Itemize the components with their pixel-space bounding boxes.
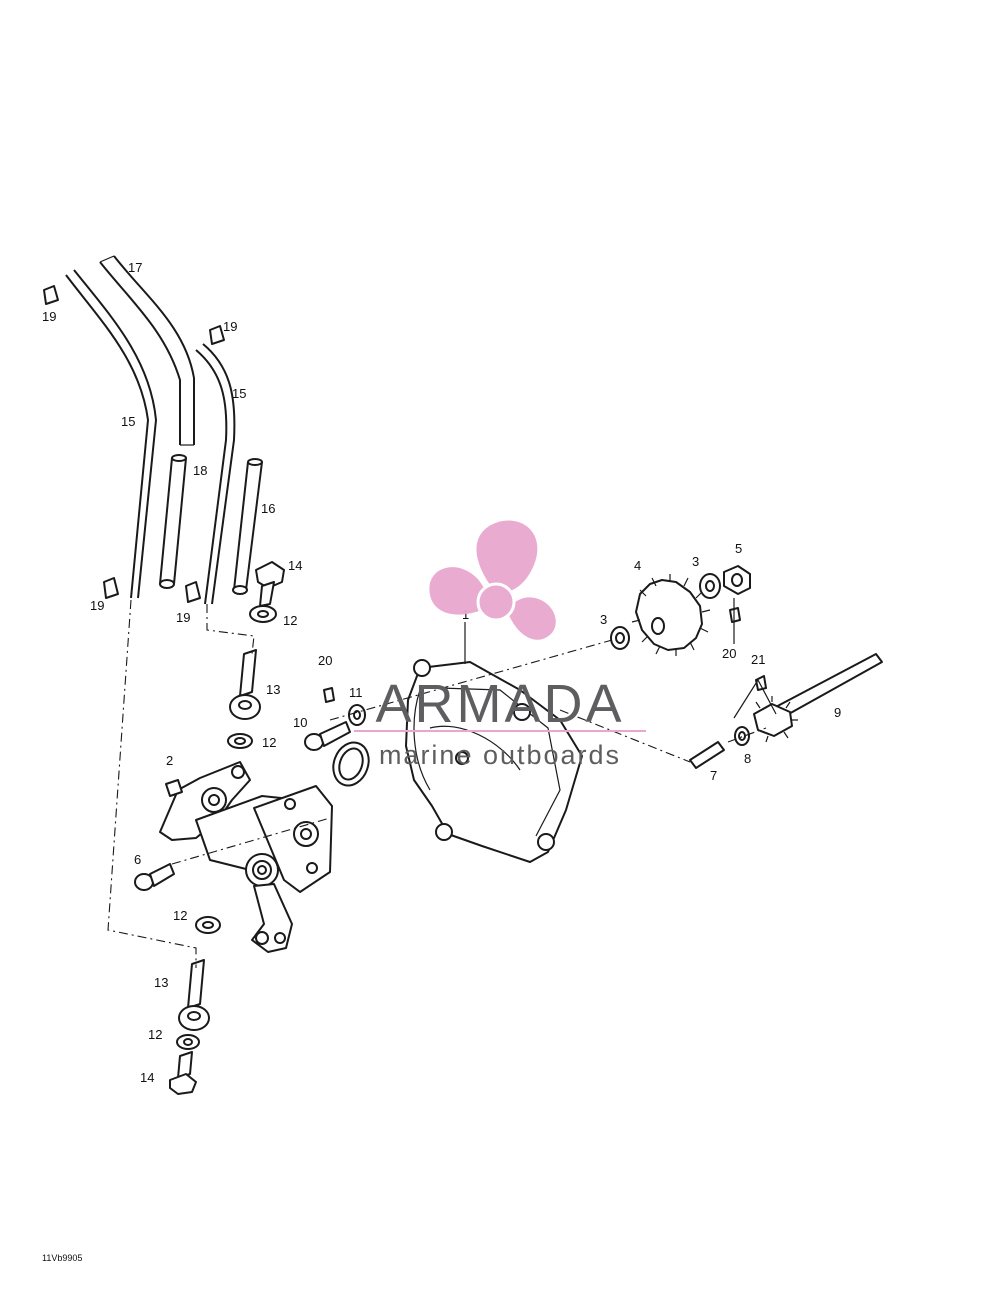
clamp-19-c — [103, 577, 119, 599]
washer-12-low-b — [176, 1034, 200, 1050]
callout-13: 13 — [266, 682, 280, 697]
callout-16: 16 — [261, 501, 275, 516]
pinion-gear-21 — [753, 675, 798, 743]
plug-20-left — [323, 687, 335, 703]
washer-8 — [734, 726, 750, 746]
washer-11 — [348, 704, 366, 726]
callout-15: 15 — [121, 414, 135, 429]
callout-14: 14 — [140, 1070, 154, 1085]
callout-12: 12 — [148, 1027, 162, 1042]
callout-10: 10 — [293, 715, 307, 730]
propeller-logo-icon — [429, 520, 556, 640]
pump-cover-1 — [405, 659, 583, 863]
callout-6: 6 — [134, 852, 141, 867]
oil-pump-2 — [159, 761, 333, 953]
bolt-14-lower — [169, 1051, 197, 1095]
callout-4: 4 — [634, 558, 641, 573]
callout-20: 20 — [318, 653, 332, 668]
callout-2: 2 — [166, 753, 173, 768]
o-ring-gasket — [332, 741, 370, 787]
callout-15: 15 — [232, 386, 246, 401]
screw-6 — [134, 863, 175, 891]
washer-12-mid — [227, 733, 253, 749]
screw-10 — [304, 721, 351, 751]
callout-3: 3 — [600, 612, 607, 627]
hose-16 — [232, 458, 263, 595]
bolt-14-upper — [255, 561, 285, 607]
washer-12-upper — [249, 605, 277, 623]
watermark-brand: ARMADA — [375, 674, 624, 734]
callout-12: 12 — [262, 735, 276, 750]
clamp-19-b — [209, 325, 225, 345]
nut-5 — [723, 565, 751, 595]
callout-12: 12 — [173, 908, 187, 923]
callout-3: 3 — [692, 554, 699, 569]
callout-20: 20 — [722, 646, 736, 661]
diagram-code: 11Vb9905 — [42, 1253, 82, 1263]
banjo-13-upper — [229, 649, 261, 720]
banjo-13-lower — [178, 959, 210, 1031]
clamp-19-a — [43, 285, 59, 305]
hose-17 — [99, 255, 195, 446]
callout-14: 14 — [288, 558, 302, 573]
washer-3-right — [699, 573, 721, 599]
leader-lines — [107, 598, 777, 968]
hose-18 — [159, 454, 187, 589]
hose-15-right — [195, 343, 236, 605]
callout-1: 1 — [462, 607, 469, 622]
hose-15-left — [65, 269, 158, 599]
callout-12: 12 — [283, 613, 297, 628]
callout-5: 5 — [735, 541, 742, 556]
washer-12-low-a — [195, 916, 221, 934]
washer-3-left — [610, 626, 630, 650]
callout-19: 19 — [223, 319, 237, 334]
callout-19: 19 — [42, 309, 56, 324]
clamp-19-d — [185, 581, 201, 603]
callouts: 1 2 3 3 4 5 6 7 8 9 10 11 12 12 12 12 13… — [42, 260, 841, 1085]
callout-7: 7 — [710, 768, 717, 783]
callout-19: 19 — [90, 598, 104, 613]
watermark: ARMADA marine outboards — [354, 520, 646, 770]
gear-4 — [631, 574, 711, 656]
watermark-tagline: marine outboards — [379, 740, 621, 770]
callout-11: 11 — [349, 685, 363, 700]
callout-18: 18 — [193, 463, 207, 478]
callout-13: 13 — [154, 975, 168, 990]
pin-7 — [689, 741, 725, 769]
callout-9: 9 — [834, 705, 841, 720]
callout-21: 21 — [751, 652, 765, 667]
callout-8: 8 — [744, 751, 751, 766]
plug-20-right — [729, 607, 741, 623]
callout-19: 19 — [176, 610, 190, 625]
callout-17: 17 — [128, 260, 142, 275]
